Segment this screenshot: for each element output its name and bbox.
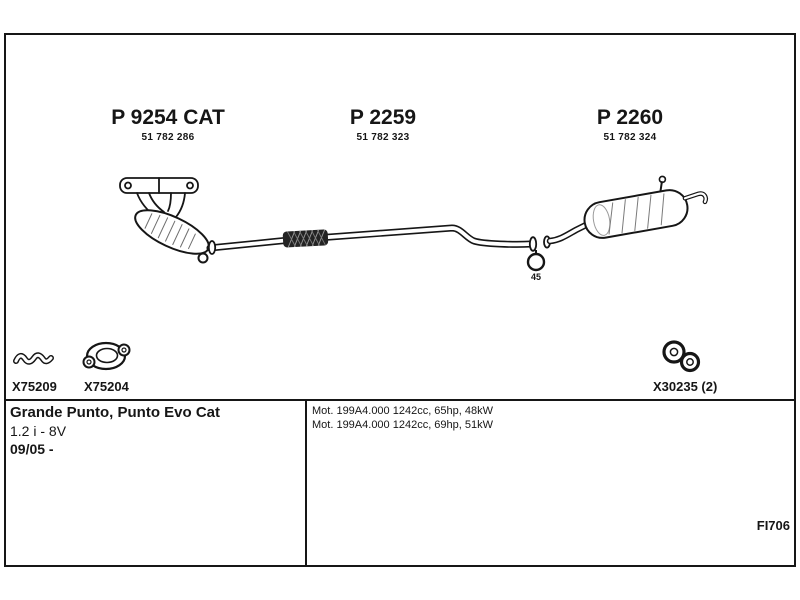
hardware-label-x30235: X30235 (2)	[653, 379, 718, 394]
corrugated-gasket-icon	[13, 352, 54, 365]
vehicle-model: Grande Punto, Punto Evo Cat	[10, 404, 221, 421]
part-label-rear: P 2260 51 782 324	[565, 106, 695, 143]
part-label-middle: P 2259 51 782 323	[318, 106, 448, 143]
part-code: P 9254 CAT	[111, 106, 225, 129]
part-label-front: P 9254 CAT 51 782 286	[98, 106, 238, 143]
part-number: 51 782 324	[603, 132, 657, 143]
hardware-label-x75209: X75209	[12, 379, 57, 394]
engine-variant-2: Mot. 199A4.000 1242cc, 69hp, 51kW	[312, 419, 494, 431]
part-number: 51 782 286	[141, 132, 195, 143]
engine-info-cell: Mot. 199A4.000 1242cc, 65hp, 48kW Mot. 1…	[312, 404, 782, 432]
rubber-hanger-icon	[662, 340, 701, 373]
table-top-border	[4, 399, 796, 401]
vehicle-date: 09/05 -	[10, 441, 54, 457]
rear-muffler-drawing	[543, 175, 708, 249]
vehicle-engine: 1.2 i - 8V	[10, 423, 67, 439]
hanger-callout-45: 45	[531, 272, 542, 282]
catalytic-converter-drawing	[119, 177, 210, 264]
part-code: P 2259	[349, 106, 417, 129]
hardware-label-x75204: X75204	[84, 379, 129, 394]
flex-braid-section	[282, 229, 329, 248]
table-column-divider	[305, 399, 307, 567]
front-pipe-drawing	[206, 224, 538, 255]
engine-variant-1: Mot. 199A4.000 1242cc, 65hp, 48kW	[312, 405, 494, 417]
vehicle-info-cell: Grande Punto, Punto Evo Cat 1.2 i - 8V 0…	[10, 403, 295, 458]
document-code: FI706	[756, 518, 790, 533]
outer-frame	[4, 33, 796, 567]
hanger-ring-drawing	[526, 250, 546, 272]
part-number: 51 782 323	[356, 132, 410, 143]
flange-gasket-icon	[82, 341, 131, 371]
part-code: P 2260	[596, 106, 664, 129]
